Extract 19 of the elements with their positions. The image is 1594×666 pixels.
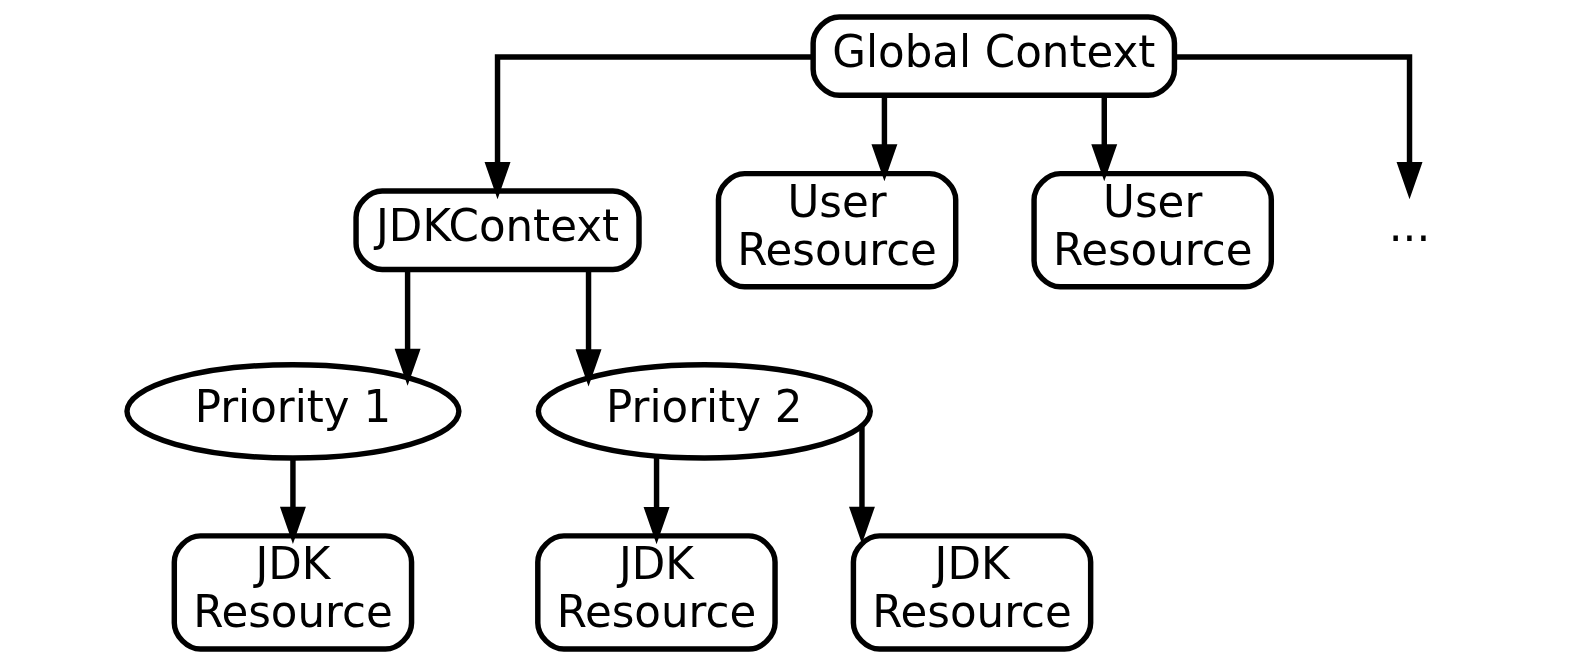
node-ellipse: Priority 1	[123, 362, 462, 461]
arrow	[1090, 95, 1117, 182]
arrow	[848, 426, 875, 544]
node-box: JDK Resource	[850, 533, 1093, 652]
arrow	[279, 458, 306, 544]
node-box: Global Context	[809, 14, 1177, 98]
node-box: JDKContext	[352, 188, 642, 273]
arrow	[575, 269, 601, 387]
node-box: User Resource	[715, 170, 958, 290]
node-text: ...	[1388, 201, 1430, 252]
node-box: JDK Resource	[171, 533, 414, 652]
arrow	[870, 95, 897, 182]
node-box: User Resource	[1030, 170, 1274, 290]
arrow	[643, 456, 670, 545]
node-box: JDK Resource	[534, 533, 778, 652]
arrow	[1174, 54, 1422, 200]
node-ellipse: Priority 2	[535, 362, 873, 461]
arrow	[394, 269, 421, 386]
arrow	[484, 54, 813, 200]
